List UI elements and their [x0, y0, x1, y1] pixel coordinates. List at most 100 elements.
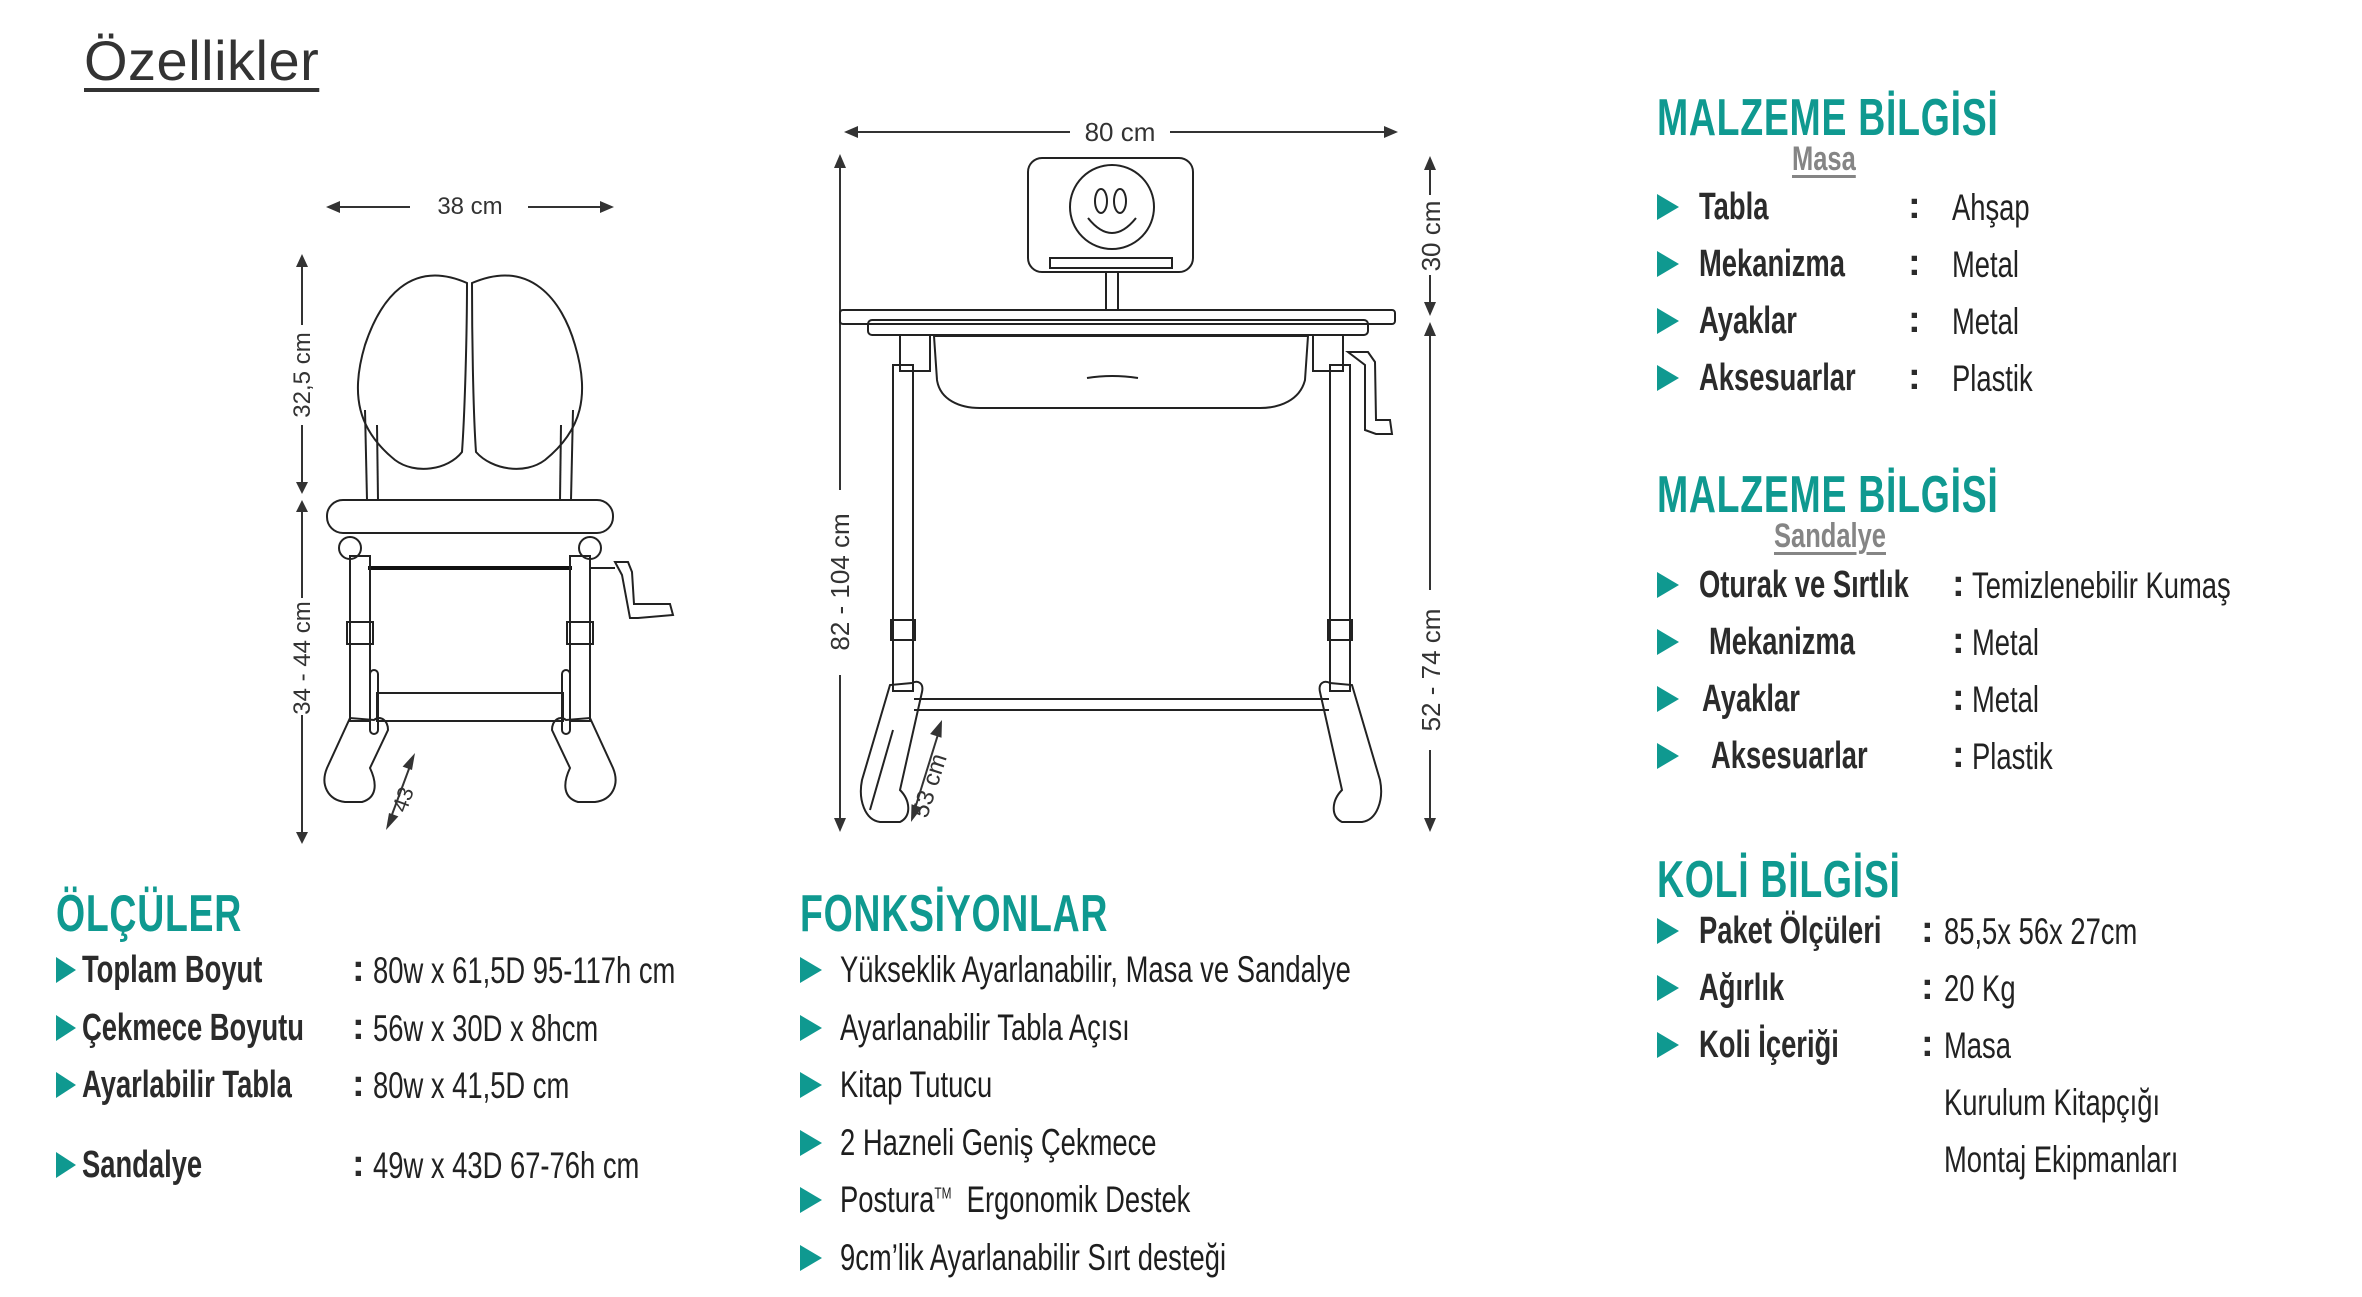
desk-drawing: 80 cm 82 - 104 cm 30 cm 52 - 74 cm [825, 117, 1446, 832]
koli-value: 20 Kg [1944, 968, 2016, 1009]
material-row: Aksesuarlar [1657, 353, 1917, 403]
olculer-value: 56w x 30D x 8hcm [373, 1008, 599, 1049]
colon: : [1921, 909, 1934, 951]
olculer-row: Çekmece Boyutu [56, 1003, 390, 1053]
desk-depth-label: 53 cm [907, 750, 953, 821]
bullet-triangle-icon [1657, 918, 1679, 944]
olculer-row: Toplam Boyut [56, 945, 333, 995]
malzeme-sandalye-heading: MALZEME BİLGİSİ [1657, 466, 1999, 524]
colon: : [1921, 1023, 1934, 1065]
desk-total-height-dimension: 82 - 104 cm [825, 154, 855, 832]
malzeme-sandalye-subheading: Sandalye [1774, 517, 1886, 555]
feature-item: 9cm’lik Ayarlanabilir Sırt desteği [800, 1233, 1362, 1283]
bullet-triangle-icon [1657, 572, 1679, 598]
colon: : [1908, 356, 1921, 398]
olculer-label: Toplam Boyut [82, 948, 263, 991]
malzeme-masa-heading: MALZEME BİLGİSİ [1657, 89, 1999, 147]
koli-content-item: Kurulum Kitapçığı [1944, 1082, 2161, 1123]
koli-row: Koli İçeriği [1657, 1020, 1893, 1070]
bullet-triangle-icon [1657, 686, 1679, 712]
chair-width-dimension: 38 cm [326, 193, 614, 220]
colon: : [1921, 966, 1934, 1008]
material-value: Ahşap [1952, 187, 2030, 228]
feature-text: 2 Hazneli Geniş Çekmece [840, 1122, 1157, 1163]
material-label: Ayaklar [1702, 677, 1800, 720]
colon: : [352, 1063, 365, 1105]
olculer-value: 80w x 41,5D cm [373, 1065, 570, 1106]
olculer-value: 49w x 43D 67-76h cm [373, 1145, 640, 1186]
colon: : [1952, 620, 1965, 662]
bullet-triangle-icon [800, 957, 822, 983]
colon: : [1908, 185, 1921, 227]
bullet-triangle-icon [800, 1015, 822, 1041]
colon: : [1952, 563, 1965, 605]
material-label: Aksesuarlar [1699, 356, 1856, 399]
bullet-triangle-icon [56, 957, 76, 983]
chair-backrest-right [470, 274, 584, 470]
bullet-triangle-icon [1657, 308, 1679, 334]
material-label: Mekanizma [1709, 620, 1855, 663]
bullet-triangle-icon [1657, 629, 1679, 655]
colon: : [352, 1006, 365, 1048]
olculer-label: Ayarlabilir Tabla [82, 1063, 292, 1106]
chair-width-label: 38 cm [437, 193, 502, 220]
chair-backrest-height-dimension: 32,5 cm [289, 254, 316, 494]
colon: : [1952, 677, 1965, 719]
malzeme-masa-subheading: Masa [1792, 140, 1856, 178]
chair-depth-dimension: 43 [386, 753, 419, 830]
bullet-triangle-icon [1657, 194, 1679, 220]
material-value: Temizlenebilir Kumaş [1972, 565, 2231, 606]
desk-bookholder-height-dimension: 30 cm [1416, 156, 1446, 316]
feature-text: PosturaTM Ergonomik Destek [840, 1179, 1190, 1221]
chair-backrest-left [356, 274, 469, 470]
olculer-value: 80w x 61,5D 95-117h cm [373, 950, 676, 991]
desk-width-dimension: 80 cm [844, 117, 1398, 147]
feature-item: Yükseklik Ayarlanabilir, Masa ve Sandaly… [800, 945, 1530, 995]
material-label: Mekanizma [1699, 242, 1845, 285]
material-row: Tabla [1657, 182, 1795, 232]
feature-text: Yükseklik Ayarlanabilir, Masa ve Sandaly… [840, 949, 1351, 990]
feature-item: PosturaTM Ergonomik Destek [800, 1175, 1313, 1225]
material-row: Ayaklar [1657, 296, 1835, 346]
material-label: Oturak ve Sırtlık [1699, 563, 1909, 606]
koli-row: Ağırlık [1657, 963, 1817, 1013]
koli-value: Masa [1944, 1025, 2011, 1066]
desk-height-dimension: 52 - 74 cm [1416, 322, 1446, 832]
material-label: Tabla [1699, 185, 1769, 228]
olculer-row: Ayarlabilir Tabla [56, 1060, 373, 1110]
book-holder [1027, 157, 1194, 273]
material-value: Metal [1952, 301, 2019, 342]
material-label: Aksesuarlar [1711, 734, 1868, 777]
material-row: Aksesuarlar [1657, 731, 1929, 781]
bullet-triangle-icon [56, 1152, 76, 1178]
bullet-triangle-icon [800, 1130, 822, 1156]
material-label: Ayaklar [1699, 299, 1797, 342]
material-row: Oturak ve Sırtlık [1657, 560, 1990, 610]
desk-drawer [932, 335, 1310, 409]
feature-text: Kitap Tutucu [840, 1064, 993, 1105]
koli-heading: KOLİ BİLGİSİ [1657, 851, 1901, 909]
feature-text: Ayarlanabilir Tabla Açısı [840, 1007, 1130, 1048]
bullet-triangle-icon [1657, 743, 1679, 769]
koli-label: Paket Ölçüleri [1699, 909, 1882, 952]
smiley-face-icon [1069, 164, 1155, 250]
desk-height-label: 52 - 74 cm [1416, 609, 1446, 732]
bullet-triangle-icon [1657, 251, 1679, 277]
trademark-symbol: TM [934, 1185, 952, 1203]
material-value: Plastik [1952, 358, 2033, 399]
feature-item: Ayarlanabilir Tabla Açısı [800, 1003, 1231, 1053]
bullet-triangle-icon [800, 1072, 822, 1098]
koli-value: 85,5x 56x 27cm [1944, 911, 2138, 952]
colon: : [352, 1143, 365, 1185]
bullet-triangle-icon [1657, 1032, 1679, 1058]
olculer-row: Sandalye [56, 1140, 249, 1190]
material-value: Metal [1972, 622, 2039, 663]
chair-drawing: 38 cm 32,5 cm 34 - 44 cm 43 [289, 193, 675, 844]
colon: : [1908, 242, 1921, 284]
bullet-triangle-icon [1657, 365, 1679, 391]
koli-label: Ağırlık [1699, 966, 1785, 1009]
material-row: Ayaklar [1657, 674, 1838, 724]
chair-depth-label: 43 [387, 784, 419, 816]
bullet-triangle-icon [800, 1245, 822, 1271]
desk-total-height-label: 82 - 104 cm [825, 513, 855, 650]
